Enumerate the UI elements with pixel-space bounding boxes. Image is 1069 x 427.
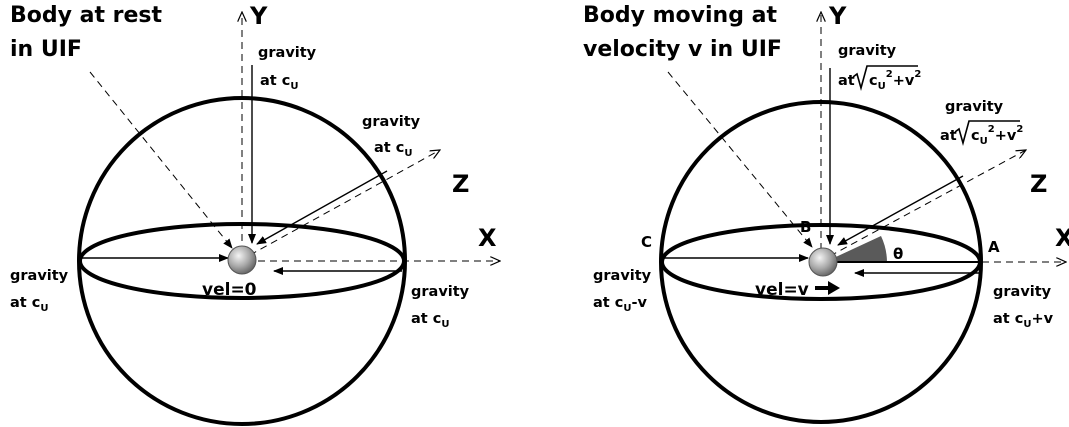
left-left-sub: U [40, 303, 48, 314]
right-top-sqrt-sub: U [878, 81, 886, 92]
right-angle-theta: θ [893, 245, 903, 263]
right-body-ball [808, 247, 838, 277]
right-axis-x-label: X [1055, 224, 1069, 252]
right-z-axis [829, 150, 1026, 257]
right-left-at-text: at c [593, 295, 623, 311]
right-diag-sqrt-exp2: 2 [1016, 124, 1023, 135]
right-title-line1: Body moving at [583, 3, 777, 28]
right-diag-sqrt-body: cU2+v2 [971, 124, 1023, 147]
left-left-gravity-at: at cU [10, 295, 48, 314]
right-diag-sqrt-exp: 2 [988, 124, 995, 135]
left-left-at-text: at c [10, 295, 40, 311]
right-title-line2: velocity v in UIF [583, 37, 782, 62]
left-top-at-text: at c [260, 73, 290, 89]
left-right-at-text: at c [411, 311, 441, 327]
right-axis-y-label: Y [828, 2, 847, 30]
right-diagram: Body moving at velocity v in UIF Y X Z B… [583, 2, 1069, 424]
left-body-ball [227, 245, 257, 275]
right-top-sqrt-body: cU2+v2 [869, 69, 921, 92]
right-right-at-text: at c [993, 311, 1023, 327]
left-left-gravity-word: gravity [10, 268, 69, 284]
right-right-sub: U [1023, 319, 1031, 330]
left-z-axis [249, 150, 440, 256]
left-right-gravity-word: gravity [411, 284, 470, 300]
right-top-sqrt-sign [852, 65, 918, 91]
right-right-gravity-word: gravity [993, 284, 1052, 300]
right-diag-sqrt-sign [954, 120, 1020, 146]
right-top-sqrt-prefix: at [838, 73, 855, 89]
right-velocity-label: vel=v [755, 280, 809, 300]
left-diag-gravity-at: at cU [374, 140, 412, 159]
left-diag-at-text: at c [374, 140, 404, 156]
left-equator [78, 222, 406, 300]
right-angle-wedge [825, 236, 887, 262]
right-left-gravity-at: at cU-v [593, 295, 648, 314]
left-diag-gravity-arrow [256, 170, 388, 245]
right-left-sub: U [623, 303, 631, 314]
right-point-c: C [641, 233, 652, 251]
right-diag-sqrt-plus: +v [995, 128, 1017, 144]
left-axis-y-label: Y [249, 2, 268, 30]
left-diag-sub: U [404, 148, 412, 159]
left-title-line2: in UIF [10, 37, 82, 62]
right-right-gravity-at: at cU+v [993, 311, 1054, 330]
right-pointer-line [667, 71, 813, 248]
left-title-line1: Body at rest [10, 3, 163, 28]
right-point-b: B [800, 218, 811, 236]
right-top-sqrt-exp: 2 [886, 69, 893, 80]
left-axis-x-label: X [478, 224, 497, 252]
right-top-sqrt-c: c [869, 73, 878, 89]
left-top-sub: U [290, 81, 298, 92]
right-top-gravity-word: gravity [838, 43, 897, 59]
left-diag-gravity-word: gravity [362, 114, 421, 130]
right-top-sqrt-exp2: 2 [914, 69, 921, 80]
right-left-tail: -v [631, 295, 647, 311]
right-velocity-arrow [815, 281, 840, 295]
left-axis-z-label: Z [452, 170, 469, 198]
left-top-gravity-at: at cU [260, 73, 298, 92]
right-diag-sqrt-prefix: at [940, 128, 957, 144]
right-diag-gravity-arrow [837, 175, 964, 246]
right-diag-sqrt-sub: U [980, 136, 988, 147]
left-right-sub: U [441, 319, 449, 330]
left-diagram: Body at rest in UIF Y X Z gravity at cU … [10, 2, 500, 426]
right-point-a: A [988, 238, 1000, 256]
right-top-sqrt-plus: +v [893, 73, 915, 89]
right-diag-gravity-word: gravity [945, 99, 1004, 115]
left-top-gravity-word: gravity [258, 45, 317, 61]
right-left-gravity-word: gravity [593, 268, 652, 284]
right-right-tail: +v [1031, 311, 1053, 327]
right-axis-z-label: Z [1030, 170, 1047, 198]
left-right-gravity-at: at cU [411, 311, 449, 330]
left-velocity-label: vel=0 [202, 280, 257, 300]
right-diag-sqrt-c: c [971, 128, 980, 144]
left-pointer-line [89, 71, 233, 249]
